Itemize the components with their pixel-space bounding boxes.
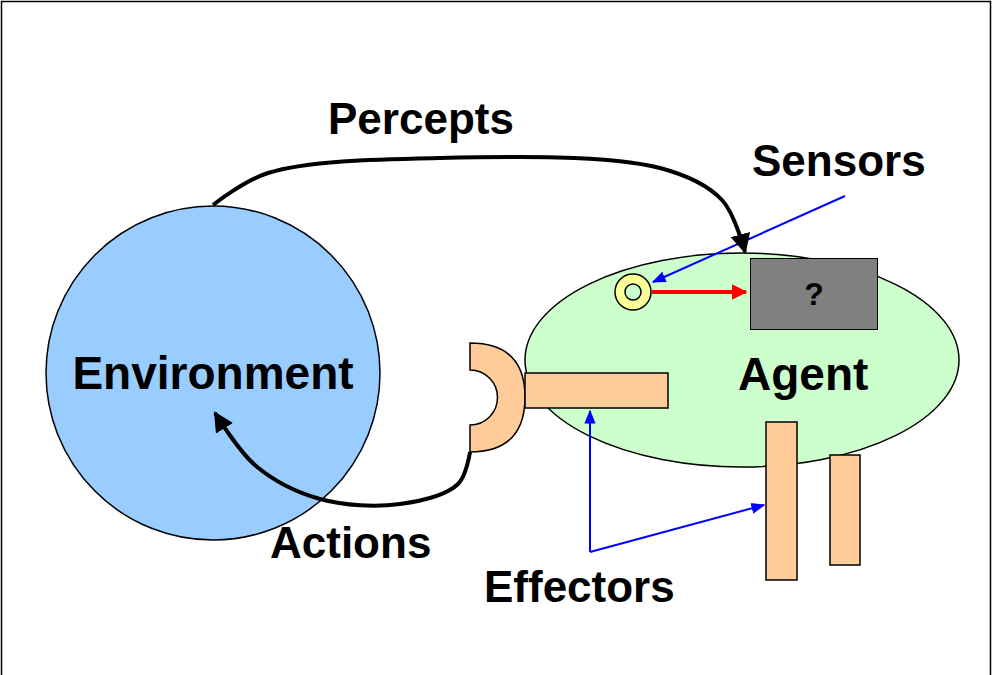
node-label: ? <box>804 276 824 313</box>
edge-label: Actions <box>270 518 431 569</box>
part-label: Sensors <box>752 136 926 187</box>
effector-claw <box>470 343 525 452</box>
environment-circle: Environment <box>45 205 381 541</box>
node-label: Agent <box>738 348 868 401</box>
node-label: Environment <box>72 347 353 400</box>
effector-leg <box>830 455 860 565</box>
part-label: Effectors <box>484 562 675 613</box>
leader-line <box>590 505 764 552</box>
process-box: ? <box>750 258 878 330</box>
edge-label: Percepts <box>328 94 514 145</box>
agent-ellipse: Agent? <box>524 252 960 468</box>
